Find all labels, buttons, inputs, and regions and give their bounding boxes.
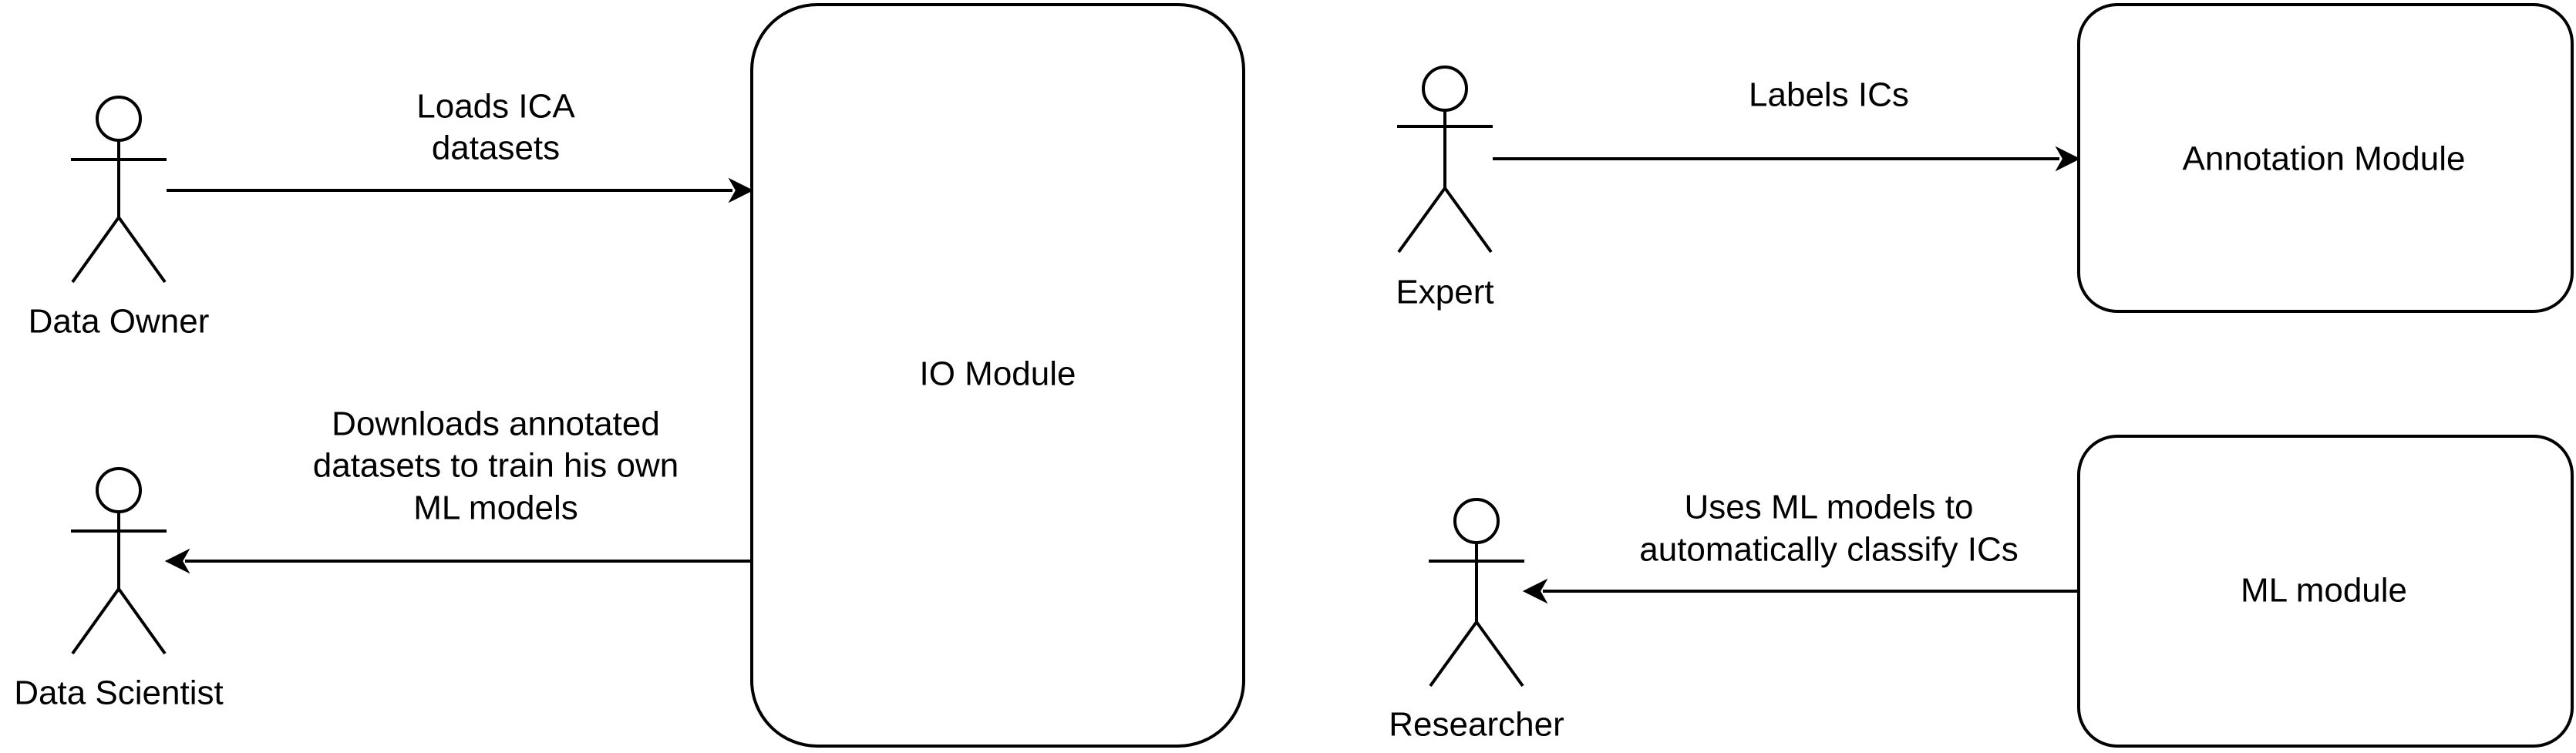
actor-head	[1453, 498, 1500, 544]
actor-label-data-scientist: Data Scientist	[14, 674, 223, 712]
edge-downloads-datasets: Downloads annotated datasets to train hi…	[164, 405, 752, 574]
actor-head	[1422, 66, 1468, 112]
actor-researcher: Researcher	[1389, 498, 1564, 744]
edge-uses-ml-models: Uses ML models to automatically classify…	[1522, 489, 2079, 604]
arrowhead	[728, 177, 754, 203]
edge-label-uses-line2: automatically classify ICs	[1639, 531, 2018, 569]
actor-head	[96, 96, 142, 142]
ml-module-label: ML module	[2241, 572, 2407, 610]
edge-label-downloads-line1: Downloads annotated	[332, 405, 660, 443]
edge-loads-datasets: Loads ICA datasets	[167, 88, 754, 203]
actor-label-expert: Expert	[1396, 274, 1493, 311]
arrowhead	[164, 548, 190, 574]
actor-head	[96, 467, 142, 513]
edge-label-downloads-line2: datasets to train his own	[313, 447, 679, 485]
arrowhead	[1522, 578, 1548, 604]
actor-data-scientist: Data Scientist	[14, 467, 224, 712]
actor-data-owner: Data Owner	[29, 96, 210, 341]
actor-expert: Expert	[1396, 66, 1494, 311]
edge-label-labels-line1: Labels ICs	[1749, 76, 1909, 114]
actor-label-data-owner: Data Owner	[29, 303, 210, 341]
io-module[interactable]: IO Module	[750, 3, 1245, 748]
arrowhead	[2055, 146, 2081, 172]
annotation-module[interactable]: Annotation Module	[2077, 3, 2574, 313]
edge-labels-ics: Labels ICs	[1493, 76, 2081, 172]
edge-label-loads-line2: datasets	[432, 129, 560, 167]
annotation-module-label: Annotation Module	[2183, 140, 2466, 178]
edge-label-downloads-line3: ML models	[413, 489, 578, 527]
io-module-label: IO Module	[920, 355, 1076, 393]
edge-label-loads-line1: Loads ICA	[416, 88, 575, 126]
edge-label-uses-line1: Uses ML models to	[1685, 489, 1974, 526]
ml-module[interactable]: ML module	[2077, 435, 2574, 748]
actor-label-researcher: Researcher	[1389, 706, 1564, 744]
